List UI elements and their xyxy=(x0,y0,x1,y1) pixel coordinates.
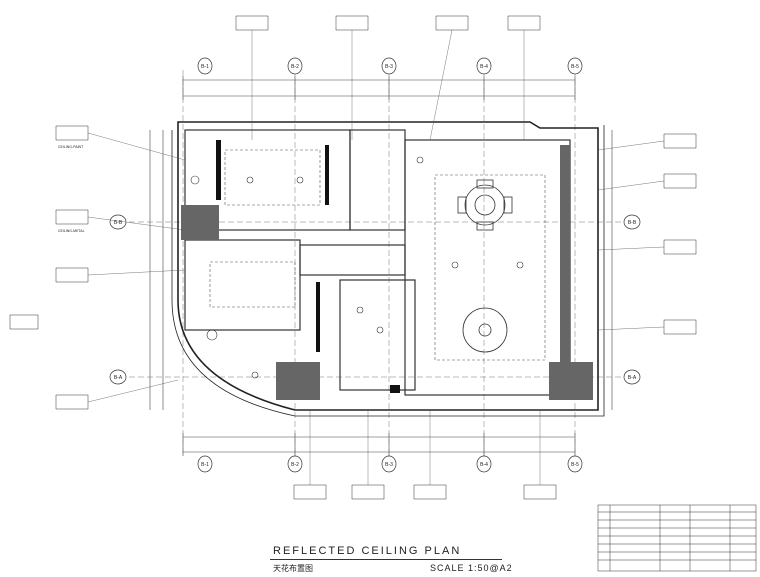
tag-leaders xyxy=(87,29,665,485)
grid-label-top-2: B-2 xyxy=(291,64,299,70)
living-circle xyxy=(462,307,508,353)
drawing-scale: SCALE 1:50@A2 xyxy=(430,563,513,573)
bottom-dimension-lines xyxy=(182,433,576,456)
grid-label-bottom-5: B-5 xyxy=(571,462,579,468)
light-fixtures xyxy=(190,156,524,379)
building-outline xyxy=(171,121,605,417)
interior-walls xyxy=(184,129,571,396)
grid-label-bottom-1: B-1 xyxy=(201,462,209,468)
grid-label-right-a: B-A xyxy=(628,375,637,381)
grid-bubbles-top xyxy=(197,57,583,75)
grid-label-top-5: B-5 xyxy=(571,64,579,70)
ceiling-insets xyxy=(209,149,546,361)
tag-label-metal: CEILING-METAL xyxy=(58,229,85,233)
grid-label-top-1: B-1 xyxy=(201,64,209,70)
grid-label-top-3: B-3 xyxy=(385,64,393,70)
grid-label-left-b: B-B xyxy=(114,220,123,226)
ceiling-strips xyxy=(216,140,400,393)
structural-columns xyxy=(181,145,593,400)
grid-label-left-a: B-A xyxy=(114,375,123,381)
grid-label-top-4: B-4 xyxy=(480,64,488,70)
material-tags xyxy=(9,15,697,500)
grid-bubbles-bottom xyxy=(197,455,583,473)
grid-bubbles-side xyxy=(109,214,641,385)
title-underline xyxy=(270,559,502,560)
grid-label-bottom-2: B-2 xyxy=(291,462,299,468)
legend-title-block xyxy=(597,504,757,572)
drawing-title: REFLECTED CEILING PLAN xyxy=(273,545,462,557)
top-dimension-lines xyxy=(182,76,576,100)
tag-label-paint: CEILING-PAINT xyxy=(58,145,84,149)
grid-label-right-b: B-B xyxy=(628,220,637,226)
dining-table xyxy=(457,179,513,231)
grid-label-bottom-3: B-3 xyxy=(385,462,393,468)
drawing-subtitle: 天花布置图 xyxy=(273,564,313,573)
grid-label-bottom-4: B-4 xyxy=(480,462,488,468)
